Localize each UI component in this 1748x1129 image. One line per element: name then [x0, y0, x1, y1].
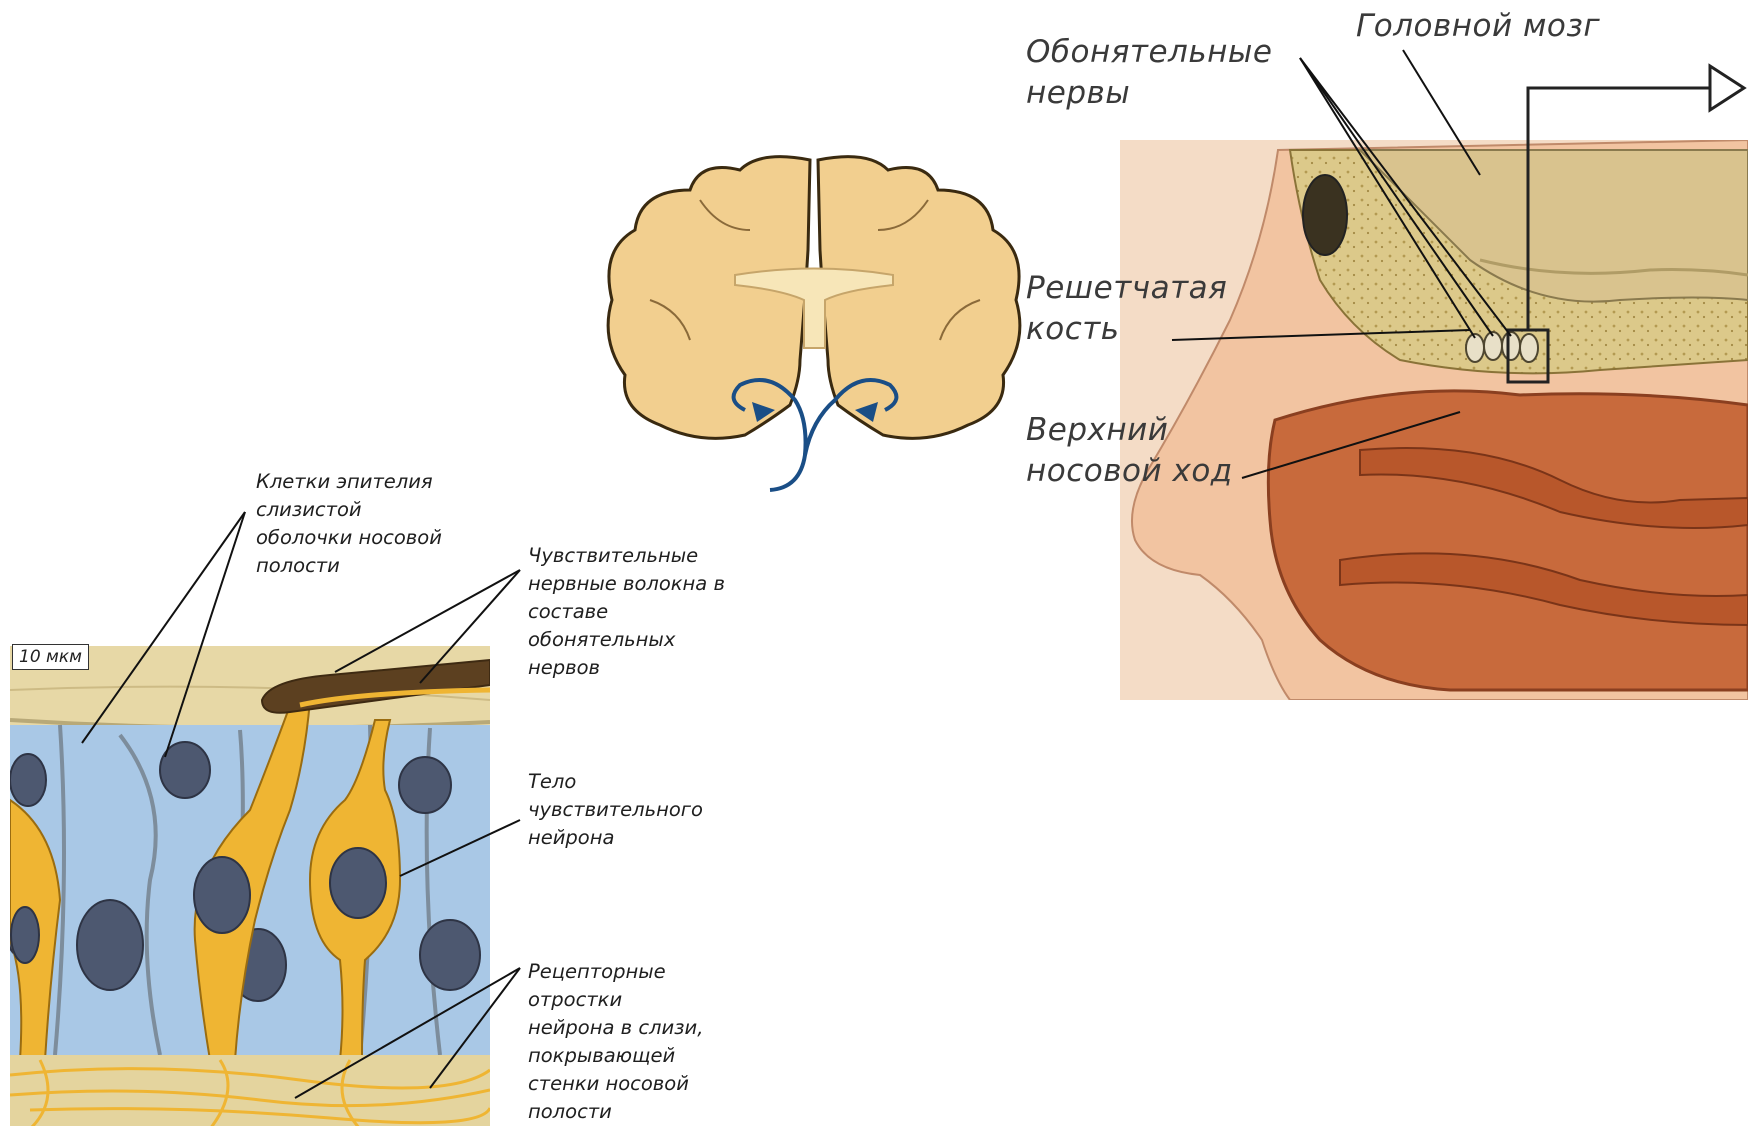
brain-coronal-section: [608, 157, 1020, 490]
label-epithelium-cells: Клетки эпителия слизистой оболочки носов…: [256, 468, 442, 580]
label-brain: Головной мозг: [1356, 6, 1600, 47]
label-neuron-body: Тело чувствительного нейрона: [528, 768, 703, 852]
label-olfactory-nerves: Обонятельные нервы: [1026, 32, 1272, 114]
olfactory-epithelium-section: [6, 646, 490, 1129]
label-receptor-processes: Рецепторные отростки нейрона в слизи, по…: [528, 958, 703, 1126]
label-ethmoid-bone: Решетчатая кость: [1026, 268, 1227, 350]
label-upper-nasal-meatus: Верхний носовой ход: [1026, 410, 1233, 492]
label-sensory-fibers: Чувствительные нервные волокна в составе…: [528, 542, 725, 682]
scale-bar-label: 10 мкм: [12, 644, 89, 670]
